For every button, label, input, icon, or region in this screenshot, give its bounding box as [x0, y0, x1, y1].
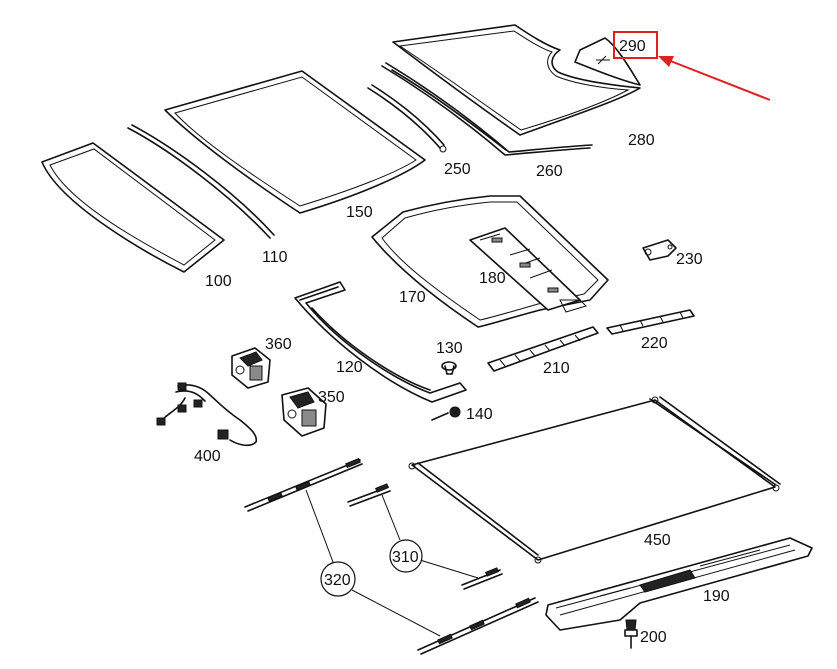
part-130-plug[interactable]	[441, 361, 457, 375]
part-320-cable-set[interactable]	[244, 457, 539, 655]
label-210[interactable]: 210	[543, 360, 570, 377]
part-450-sunshade[interactable]	[408, 396, 781, 564]
label-310[interactable]: 310	[392, 549, 419, 566]
part-250-thin-seal[interactable]	[367, 84, 447, 153]
leader-320-upper	[305, 489, 337, 571]
label-110[interactable]: 110	[262, 249, 288, 266]
part-220-guide-rail[interactable]	[606, 309, 695, 335]
callout-circle-310	[389, 539, 423, 573]
part-400-wiring-harness[interactable]	[156, 382, 258, 447]
label-400[interactable]: 400	[194, 448, 221, 465]
highlight-arrow-head	[658, 56, 674, 67]
part-280-roof-panel[interactable]	[392, 24, 641, 136]
label-360[interactable]: 360	[265, 336, 292, 353]
part-230-clip[interactable]	[642, 239, 677, 261]
part-210-guide-rail[interactable]	[487, 326, 599, 372]
part-260-seal-strip[interactable]	[381, 62, 593, 156]
callout-circle-320	[320, 561, 356, 597]
leader-310-lower	[419, 559, 479, 579]
part-200-screw[interactable]	[624, 619, 638, 649]
label-120[interactable]: 120	[336, 359, 363, 376]
label-220[interactable]: 220	[641, 335, 668, 352]
part-310-cable[interactable]	[347, 483, 503, 590]
label-320[interactable]: 320	[324, 572, 351, 589]
part-110-seal-strip[interactable]	[127, 124, 275, 239]
part-120-seal-frame[interactable]	[294, 281, 467, 403]
part-100-glass-panel[interactable]	[41, 142, 225, 273]
part-360-motor[interactable]	[231, 347, 271, 389]
label-140[interactable]: 140	[466, 406, 493, 423]
label-150[interactable]: 150	[346, 204, 373, 221]
leader-320-lower	[351, 589, 441, 637]
leader-310-upper	[381, 494, 401, 541]
part-180-center-bracket[interactable]	[469, 227, 587, 313]
label-100[interactable]: 100	[205, 273, 232, 290]
part-140-spring[interactable]	[431, 406, 461, 421]
label-290[interactable]: 290	[619, 38, 646, 55]
label-180[interactable]: 180	[479, 270, 506, 287]
part-350-motor[interactable]	[281, 387, 327, 437]
label-260[interactable]: 260	[536, 163, 563, 180]
part-290-trim-piece[interactable]	[574, 37, 641, 86]
highlight-box-290	[613, 31, 658, 59]
label-230[interactable]: 230	[676, 251, 703, 268]
label-190[interactable]: 190	[703, 588, 730, 605]
label-350[interactable]: 350	[318, 389, 345, 406]
label-170[interactable]: 170	[399, 289, 426, 306]
label-250[interactable]: 250	[444, 161, 471, 178]
highlight-arrow-shaft	[667, 59, 771, 101]
label-280[interactable]: 280	[628, 132, 655, 149]
label-200[interactable]: 200	[640, 629, 667, 646]
part-150-glass-panel[interactable]	[164, 70, 426, 214]
part-170-frame[interactable]	[371, 195, 609, 328]
label-450[interactable]: 450	[644, 532, 671, 549]
part-190-main-rail[interactable]	[545, 537, 813, 631]
label-130[interactable]: 130	[436, 340, 463, 357]
